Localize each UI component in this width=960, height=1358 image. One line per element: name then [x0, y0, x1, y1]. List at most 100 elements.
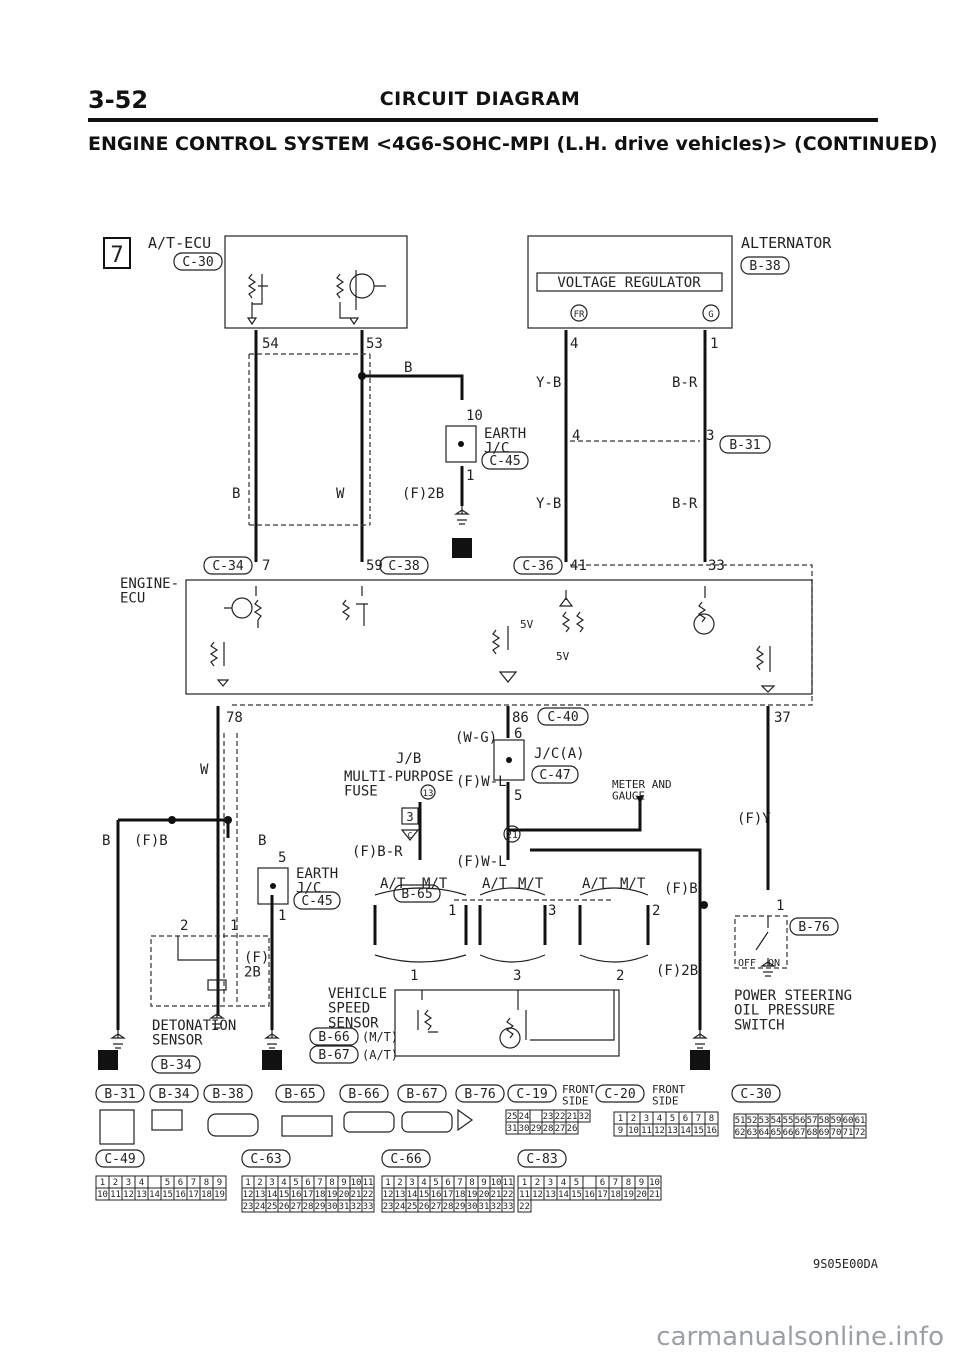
earth-jc1-pin-top: 10: [466, 408, 483, 424]
diagram-subtitle: ENGINE CONTROL SYSTEM <4G6-SOHC-MPI (L.H…: [88, 133, 938, 155]
alternator-label: ALTERNATOR: [741, 234, 832, 252]
jca-label: J/C(A): [534, 746, 585, 762]
pin-number: 31: [339, 1202, 350, 1212]
pin-number: 5: [165, 1178, 170, 1188]
svg-text:C-38: C-38: [388, 559, 419, 574]
svg-text:M/T: M/T: [518, 876, 544, 892]
pin-number: 1: [100, 1178, 105, 1188]
pin-number: 14: [149, 1190, 160, 1200]
pin-number: 15: [162, 1190, 173, 1200]
pin-number: 26: [419, 1202, 430, 1212]
pin-number: 12: [654, 1126, 665, 1136]
pin-number: 2: [535, 1178, 540, 1188]
f2b-stacked-label: (F)2B: [244, 950, 269, 981]
pin-number: 2: [631, 1114, 636, 1124]
jc21-circle: [503, 825, 521, 843]
svg-text:B-38: B-38: [212, 1087, 243, 1102]
fuse-c-tag: [400, 829, 420, 841]
svg-text:7: 7: [262, 558, 270, 574]
conn-b38-top-badge: [740, 256, 790, 275]
pin-cell: [647, 1187, 662, 1201]
svg-text:3: 3: [513, 968, 521, 984]
jb-fuse-number: 13: [423, 789, 434, 799]
vss-tag-at: (A/T): [362, 1048, 398, 1062]
pin-number: 19: [467, 1190, 478, 1200]
pin-number: 6: [683, 1114, 688, 1124]
pin-number: 5: [433, 1178, 438, 1188]
pin-number: 65: [771, 1128, 782, 1138]
pin-number: 17: [303, 1190, 314, 1200]
conn-c30-top-badge: [173, 252, 223, 271]
voltage-regulator-label: VOLTAGE REGULATOR: [557, 275, 701, 291]
pin-number: 16: [706, 1126, 717, 1136]
pin-number: 31: [479, 1202, 490, 1212]
pin-number: 57: [807, 1116, 818, 1126]
pin-number: 10: [491, 1178, 502, 1188]
pin-number: 14: [267, 1190, 278, 1200]
svg-text:C-34: C-34: [212, 559, 243, 574]
svg-text:A/T: A/T: [482, 876, 508, 892]
pin-number: 13: [667, 1126, 678, 1136]
pin-number: 7: [457, 1178, 462, 1188]
pin-number: 9: [341, 1178, 346, 1188]
pin-number: 32: [579, 1112, 590, 1122]
earth-jc2-pin-top: 5: [278, 850, 286, 866]
pin-number: 16: [431, 1190, 442, 1200]
svg-text:59: 59: [366, 558, 383, 574]
pin-number: 1: [245, 1178, 250, 1188]
pin-number: 13: [545, 1190, 556, 1200]
pin-number: 15: [693, 1126, 704, 1136]
svg-text:2: 2: [180, 918, 188, 934]
pin-number: 13: [136, 1190, 147, 1200]
g-terminal-circle: [702, 304, 720, 322]
svg-text:C-63: C-63: [250, 1152, 281, 1167]
svg-text:C-66: C-66: [390, 1152, 421, 1167]
pin-number: 21: [567, 1112, 578, 1122]
svg-text:B-65: B-65: [401, 887, 432, 902]
pin-number: 24: [395, 1202, 406, 1212]
pin-number: 22: [503, 1190, 514, 1200]
at-ecu-connector: C-30: [182, 255, 213, 270]
pin-number: 4: [421, 1178, 426, 1188]
svg-text:(F)2B: (F)2B: [402, 486, 444, 502]
volt-label-2: 5V: [556, 650, 570, 663]
fr-terminal-circle: [570, 304, 588, 322]
pin-cell: [704, 1123, 719, 1137]
connector-view-labels: B-31 B-34 B-38 B-65 B-66 B-67 B-76 C-19 …: [104, 1087, 771, 1167]
svg-text:78: 78: [226, 710, 243, 726]
pin-number: 27: [555, 1124, 566, 1134]
pin-number: 11: [363, 1178, 374, 1188]
g-terminal-label: G: [708, 310, 713, 320]
pin-number: 31: [507, 1124, 518, 1134]
svg-text:C-20: C-20: [604, 1087, 635, 1102]
pin-number: 9: [618, 1126, 623, 1136]
pin-number: 12: [243, 1190, 254, 1200]
pin-number: 16: [291, 1190, 302, 1200]
svg-text:4: 4: [572, 428, 580, 444]
pin-number: 26: [279, 1202, 290, 1212]
svg-text:C-49: C-49: [104, 1152, 135, 1167]
pin-number: 6: [178, 1178, 183, 1188]
pin-cell: [577, 1109, 591, 1123]
pin-cell: [582, 1175, 597, 1189]
pin-number: 6: [305, 1178, 310, 1188]
at-ecu-box: [224, 235, 408, 329]
earth-jc2-box: [257, 867, 289, 905]
pin-number: 13: [395, 1190, 406, 1200]
pin-number: 7: [317, 1178, 322, 1188]
pin-cell: [529, 1109, 543, 1123]
fr-terminal-label: FR: [574, 310, 585, 320]
pin-number: 4: [657, 1114, 662, 1124]
ps-off: OFF: [738, 958, 756, 969]
svg-text:C-19: C-19: [516, 1087, 547, 1102]
vss-connector-mt: B-66: [318, 1030, 349, 1045]
vss-box: [394, 989, 620, 1057]
svg-text:86: 86: [512, 710, 529, 726]
jca-pin-bottom: 5: [514, 788, 522, 804]
pin-number: 12: [383, 1190, 394, 1200]
pin-number: 66: [783, 1128, 794, 1138]
pin-number: 19: [327, 1190, 338, 1200]
header-rule: [88, 118, 878, 122]
pin-number: 21: [649, 1190, 660, 1200]
